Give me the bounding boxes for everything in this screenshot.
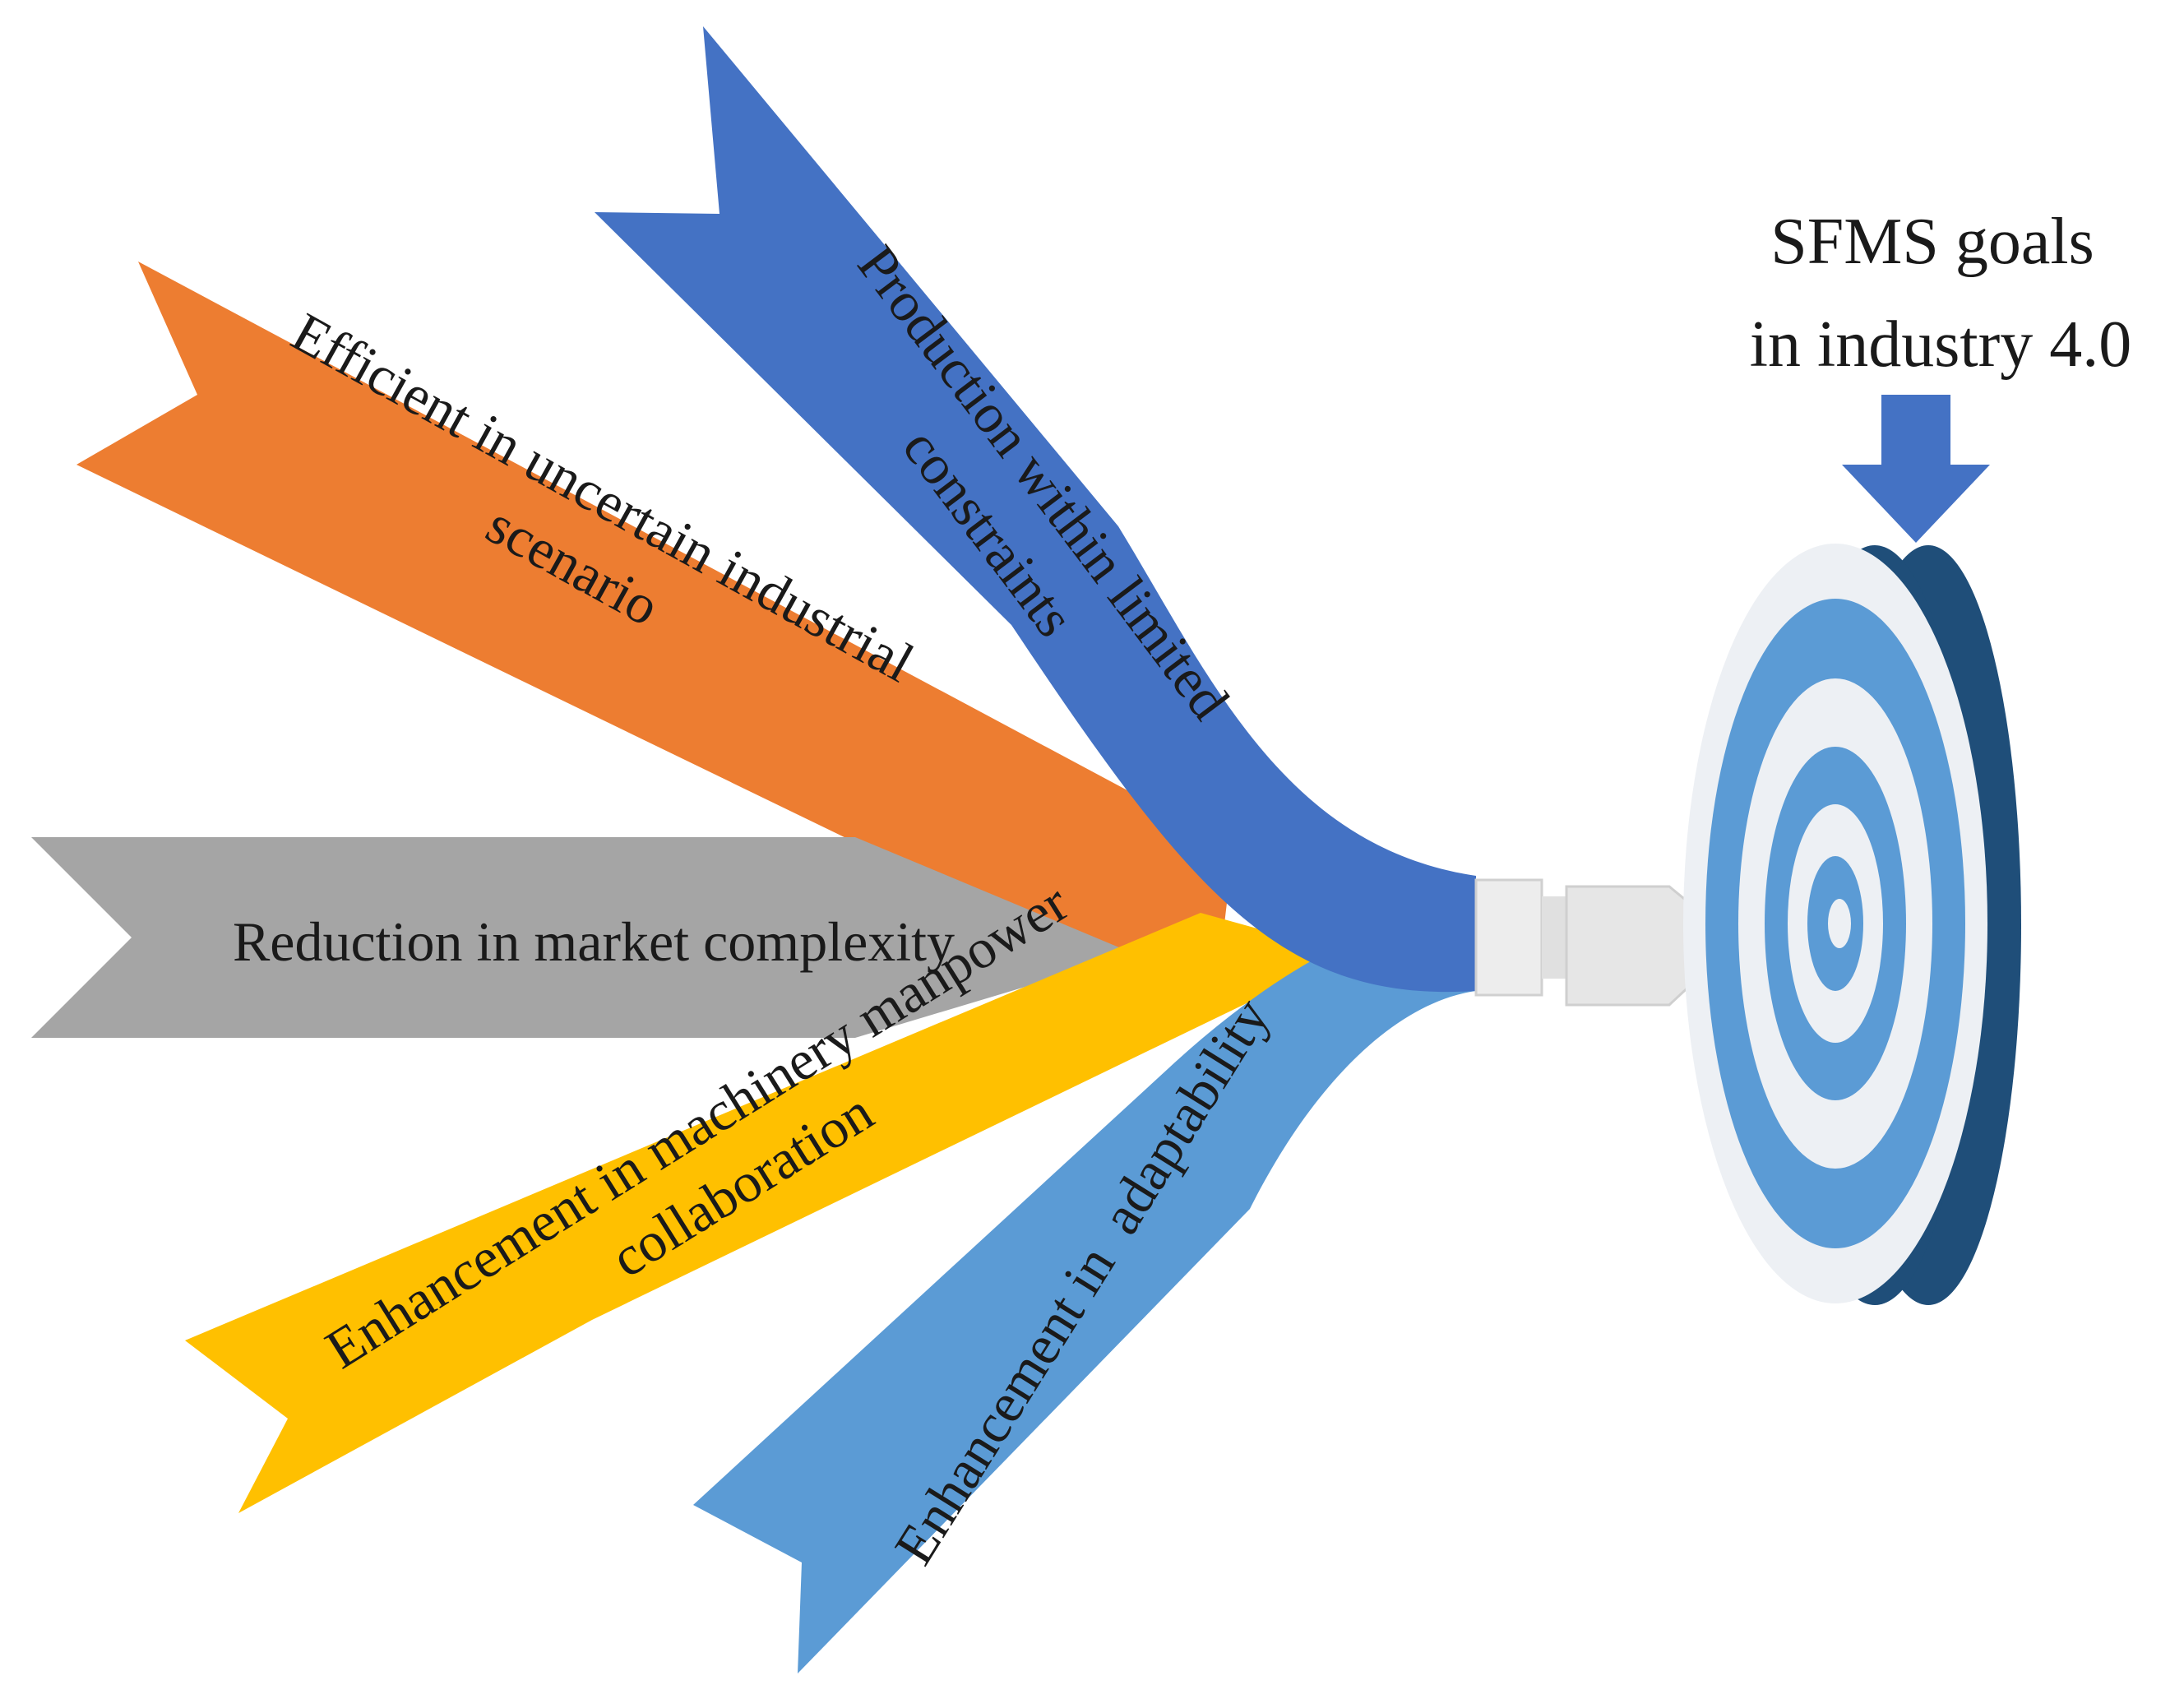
ribbon-adaptability <box>693 950 1476 1674</box>
ribbon-collaboration <box>185 913 1349 1513</box>
target-board <box>1683 544 2021 1305</box>
dart-collar <box>1474 878 1543 997</box>
ribbon-reduction <box>31 837 1135 1038</box>
goal-title-line-1: SFMS goals <box>1770 206 2094 278</box>
down-arrow-icon <box>1842 395 1990 543</box>
label-reduction: Reduction in market complexity <box>233 910 955 973</box>
ribbon-production <box>595 26 1476 993</box>
ribbon-efficient <box>76 262 1233 987</box>
goal-title: SFMS goals in industry 4.0 <box>1750 206 2131 381</box>
goal-title-line-2: in industry 4.0 <box>1750 308 2131 381</box>
target-center <box>1828 899 1851 948</box>
